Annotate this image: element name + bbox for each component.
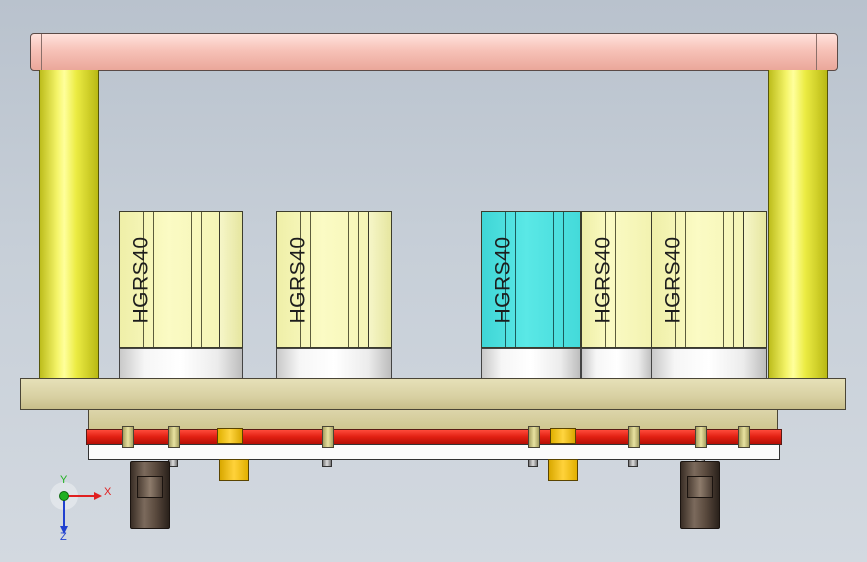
nut xyxy=(322,459,332,467)
module-label: HGRS40 xyxy=(130,235,153,324)
under-plate xyxy=(88,409,778,430)
module-body xyxy=(481,211,581,348)
bolt xyxy=(628,426,640,448)
module-3-selected[interactable]: HGRS40 xyxy=(481,211,581,379)
module-base xyxy=(651,348,767,379)
yellow-bracket-top xyxy=(217,428,243,444)
module-label: HGRS40 xyxy=(287,235,310,324)
bolt xyxy=(122,426,134,448)
top-plate-left-cap xyxy=(31,34,42,70)
nut xyxy=(628,459,638,467)
yellow-bracket xyxy=(548,459,578,481)
right-pillar xyxy=(768,70,828,378)
module-4[interactable]: HGRS40 xyxy=(581,211,653,379)
bolt xyxy=(528,426,540,448)
axis-triad-graphic xyxy=(50,482,102,534)
module-base xyxy=(119,348,243,379)
bolt xyxy=(738,426,750,448)
white-plate xyxy=(88,444,780,460)
module-2[interactable]: HGRS40 xyxy=(276,211,392,379)
module-tab xyxy=(743,211,767,348)
left-pillar xyxy=(39,70,99,378)
module-5[interactable]: HGRS40 xyxy=(651,211,767,379)
module-tab xyxy=(219,211,243,348)
left-cylinder xyxy=(130,461,170,529)
module-base xyxy=(481,348,581,379)
top-plate xyxy=(30,33,838,71)
bolt xyxy=(168,426,180,448)
right-cylinder xyxy=(680,461,720,529)
module-tab xyxy=(368,211,392,348)
module-base xyxy=(276,348,392,379)
module-label: HGRS40 xyxy=(662,235,685,324)
bolt xyxy=(322,426,334,448)
y-axis-label: Y xyxy=(60,474,68,486)
module-1[interactable]: HGRS40 xyxy=(119,211,243,379)
module-label: HGRS40 xyxy=(492,235,515,324)
base-plate xyxy=(20,378,846,410)
top-plate-right-cap xyxy=(816,34,837,70)
yellow-bracket xyxy=(219,459,249,481)
nut xyxy=(528,459,538,467)
module-label: HGRS40 xyxy=(592,235,615,324)
yellow-bracket-top xyxy=(550,428,576,444)
bolt xyxy=(695,426,707,448)
z-axis-label: Z xyxy=(60,531,67,543)
axis-triad: X Y Z xyxy=(44,474,120,543)
module-base xyxy=(581,348,653,379)
red-rail xyxy=(86,429,782,445)
x-axis-label: X xyxy=(104,486,112,498)
